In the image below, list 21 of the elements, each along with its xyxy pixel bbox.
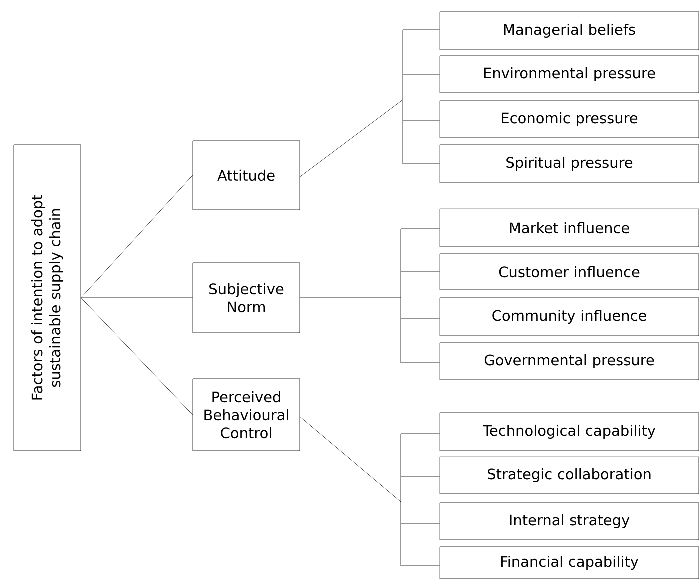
item-box: Market influence <box>440 208 699 248</box>
item-box: Strategic collaboration <box>440 456 699 494</box>
bracket-connector <box>300 416 440 566</box>
bracket-connector <box>300 30 440 178</box>
connector-line <box>81 298 193 416</box>
connector-line <box>81 175 193 298</box>
item-box: Managerial beliefs <box>440 12 699 50</box>
factor-box: Perceived Behavioural Control <box>192 378 300 452</box>
item-box: Spiritual pressure <box>440 144 699 184</box>
root-box: Factors of intention to adopt sustainable supply chain <box>14 144 82 452</box>
item-box: Technological capability <box>440 412 699 452</box>
factor-box: Subjective Norm <box>192 262 300 334</box>
item-box: Financial capability <box>440 546 699 580</box>
factor-box: Attitude <box>192 140 300 210</box>
item-box: Environmental pressure <box>440 56 699 94</box>
item-box: Customer influence <box>440 254 699 290</box>
item-box: Economic pressure <box>440 100 699 138</box>
item-box: Governmental pressure <box>440 342 699 380</box>
item-box: Internal strategy <box>440 502 699 540</box>
item-box: Community influence <box>440 298 699 336</box>
bracket-connector <box>300 228 440 364</box>
